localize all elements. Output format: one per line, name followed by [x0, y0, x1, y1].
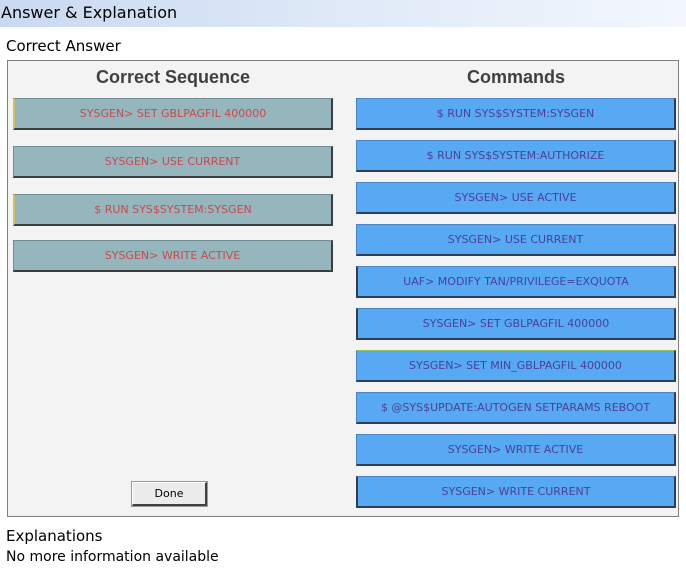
command-item[interactable]: $ RUN SYS$SYSTEM:AUTHORIZE: [356, 140, 676, 172]
command-item[interactable]: $ RUN SYS$SYSTEM:SYSGEN: [356, 98, 676, 130]
sequence-heading: Correct Sequence: [95, 67, 251, 87]
sequence-item[interactable]: $ RUN SYS$SYSTEM:SYSGEN: [13, 194, 333, 226]
command-item[interactable]: SYSGEN> WRITE CURRENT: [356, 476, 676, 508]
command-item[interactable]: SYSGEN> USE ACTIVE: [356, 182, 676, 214]
done-button[interactable]: Done: [131, 481, 208, 507]
sequence-item[interactable]: SYSGEN> WRITE ACTIVE: [13, 240, 333, 272]
page-title: Answer & Explanation: [1, 3, 178, 22]
command-item[interactable]: SYSGEN> WRITE ACTIVE: [356, 434, 676, 466]
command-item[interactable]: SYSGEN> SET MIN_GBLPAGFIL 400000: [356, 350, 676, 382]
explanations-label: Explanations: [6, 527, 103, 545]
explanation-text: No more information available: [6, 549, 219, 565]
sequence-item[interactable]: SYSGEN> SET GBLPAGFIL 400000: [13, 98, 333, 130]
command-item[interactable]: UAF> MODIFY TAN/PRIVILEGE=EXQUOTA: [356, 266, 676, 298]
header-bar: Answer & Explanation: [0, 0, 686, 27]
command-item[interactable]: SYSGEN> USE CURRENT: [356, 224, 676, 256]
command-item[interactable]: SYSGEN> SET GBLPAGFIL 400000: [356, 308, 676, 340]
answer-panel: Correct Sequence Commands SYSGEN> SET GB…: [7, 60, 679, 517]
commands-heading: Commands: [466, 67, 565, 87]
correct-answer-label: Correct Answer: [6, 37, 121, 55]
sequence-item[interactable]: SYSGEN> USE CURRENT: [13, 146, 333, 178]
command-item[interactable]: $ @SYS$UPDATE:AUTOGEN SETPARAMS REBOOT: [356, 392, 676, 424]
